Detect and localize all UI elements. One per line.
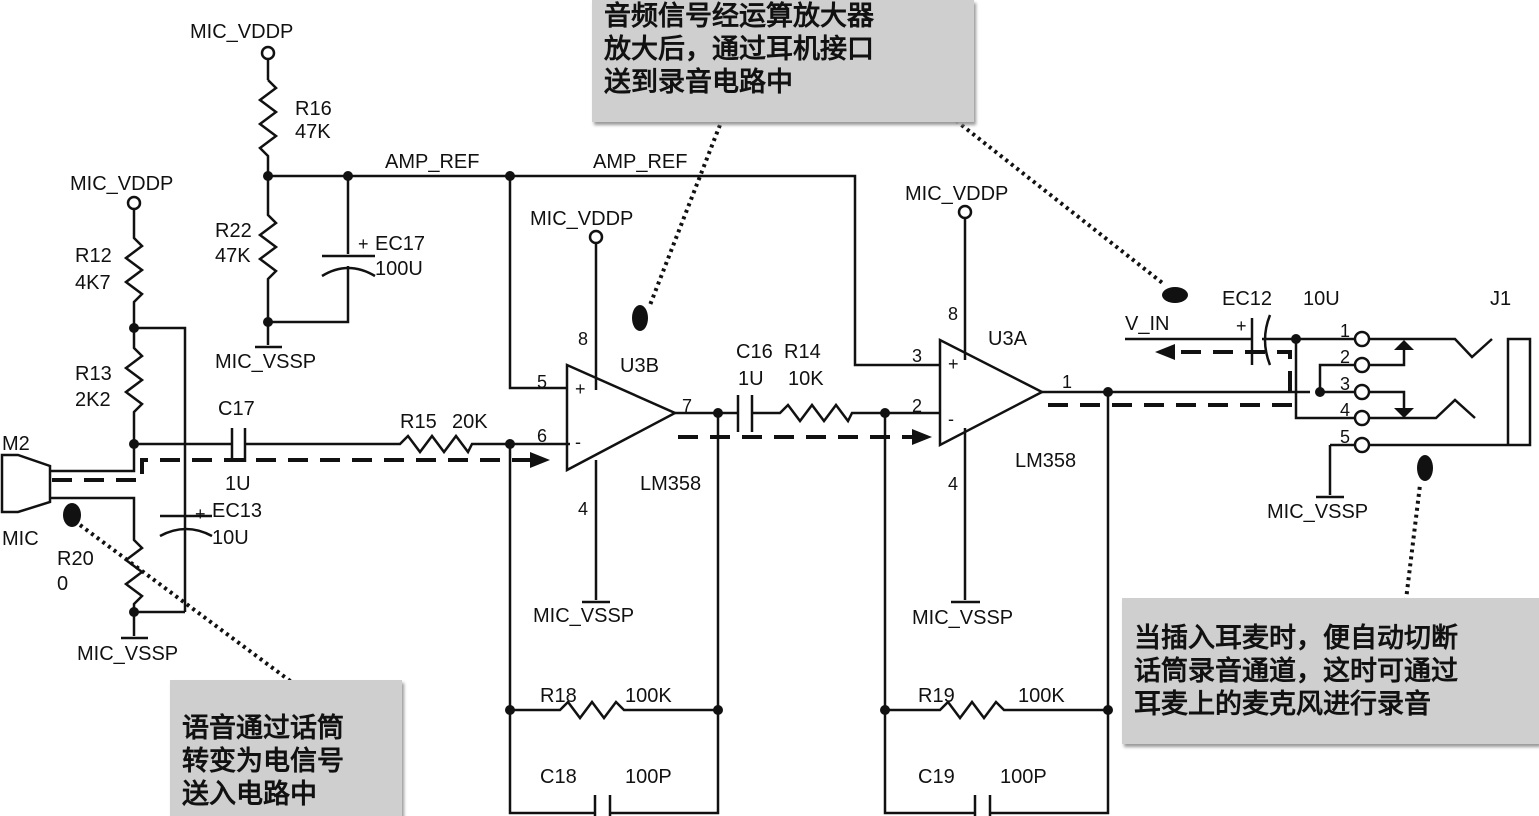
net-label-vddp: MIC_VDDP [190, 21, 293, 43]
c18-value: 100P [625, 766, 672, 788]
c19-ref: C19 [918, 766, 955, 788]
u3a-pin3: 3 [912, 346, 922, 366]
j1-pin2: 2 [1340, 347, 1350, 367]
r22-ref: R22 [215, 220, 252, 242]
c19-value: 100P [1000, 766, 1047, 788]
c18-ref: C18 [540, 766, 577, 788]
ec17-value: 100U [375, 258, 423, 280]
pointing-hand-icon [63, 503, 81, 527]
j1-ref: J1 [1490, 288, 1511, 310]
net-label-vssp: MIC_VSSP [77, 643, 178, 665]
pointing-hand-icon [1417, 455, 1433, 481]
r16-ref: R16 [295, 98, 332, 120]
pointing-hand-icon [632, 305, 648, 331]
amp-note-line: 放大后，通过耳机接口 [604, 34, 874, 65]
mic-note-line: 送入电路中 [182, 779, 317, 810]
r14-ref: R14 [784, 341, 821, 363]
j1-pin5: 5 [1340, 427, 1350, 447]
net-label-amp-ref: AMP_REF [385, 151, 479, 173]
ec17-ref: EC17 [375, 233, 425, 255]
mic-label: MIC [2, 528, 39, 550]
j1-pin1: 1 [1340, 321, 1350, 341]
u3a-plus: + [948, 354, 959, 374]
net-label-vssp: MIC_VSSP [912, 607, 1013, 629]
u3a-pin8: 8 [948, 304, 958, 324]
ec17-plus: + [358, 234, 369, 254]
ec13-ref: EC13 [212, 500, 262, 522]
junctions [129, 171, 1325, 715]
r12-value: 4K7 [75, 272, 111, 294]
component-labels: R16 47K R22 47K EC17 100U + R12 4K7 R13 … [2, 98, 1511, 788]
u3a-pin1: 1 [1062, 372, 1072, 392]
r18-value: 100K [625, 685, 672, 707]
pointing-hand-icon [1162, 287, 1188, 303]
u3a-pin2: 2 [912, 396, 922, 416]
j1-pin3: 3 [1340, 374, 1350, 394]
r22-value: 47K [215, 245, 251, 267]
ec13-plus: + [195, 504, 206, 524]
net-label-vddp: MIC_VDDP [70, 173, 173, 195]
mic-annotation: 语音通过话筒 转变为电信号 送入电路中 [170, 680, 402, 816]
r15-value: 20K [452, 411, 488, 433]
u3b-part: LM358 [640, 473, 701, 495]
c17-ref: C17 [218, 398, 255, 420]
r13-value: 2K2 [75, 389, 111, 411]
r15-ref: R15 [400, 411, 437, 433]
u3b-pin5: 5 [537, 372, 547, 392]
m2-ref: M2 [2, 433, 30, 455]
ec12-value: 10U [1303, 288, 1340, 310]
u3b-pin4: 4 [578, 499, 588, 519]
ec12-plus: + [1236, 316, 1247, 336]
u3b-ref: U3B [620, 355, 659, 377]
ec13-value: 10U [212, 527, 249, 549]
r14-value: 10K [788, 368, 824, 390]
r13-ref: R13 [75, 363, 112, 385]
u3a-part: LM358 [1015, 450, 1076, 472]
r20-value: 0 [57, 573, 68, 595]
u3b-minus: - [575, 432, 581, 452]
u3a-ref: U3A [988, 328, 1028, 350]
net-label-amp-ref: AMP_REF [593, 151, 687, 173]
u3b-pin7: 7 [682, 396, 692, 416]
net-label-vssp: MIC_VSSP [1267, 501, 1368, 523]
jack-note-line: 当插入耳麦时，便自动切断 [1134, 623, 1458, 654]
signal-path [52, 344, 1292, 482]
r20-ref: R20 [57, 548, 94, 570]
u3b-plus: + [575, 379, 586, 399]
net-label-vssp: MIC_VSSP [533, 605, 634, 627]
u3b-pin8: 8 [578, 329, 588, 349]
mic-note-line: 语音通过话筒 [182, 713, 344, 744]
pointer-lines [63, 104, 1433, 700]
jack-note-line: 话筒录音通道，这时可通过 [1134, 656, 1458, 687]
net-labels: MIC_VDDP MIC_VDDP MIC_VDDP MIC_VDDP MIC_… [70, 21, 1368, 665]
ec12-ref: EC12 [1222, 288, 1272, 310]
u3b-pin6: 6 [537, 426, 547, 446]
c17-value: 1U [225, 473, 251, 495]
amp-annotation: 音频信号经运算放大器 放大后，通过耳机接口 送到录音电路中 [592, 0, 974, 122]
jack-note-line: 耳麦上的麦克风进行录音 [1134, 689, 1431, 720]
r18-ref: R18 [540, 685, 577, 707]
r19-ref: R19 [918, 685, 955, 707]
net-label-v-in: V_IN [1125, 313, 1169, 335]
power-terminals [126, 45, 973, 245]
c16-value: 1U [738, 368, 764, 390]
mic-note-line: 转变为电信号 [182, 746, 344, 777]
net-label-vddp: MIC_VDDP [530, 208, 633, 230]
jack-annotation: 当插入耳麦时，便自动切断 话筒录音通道，这时可通过 耳麦上的麦克风进行录音 [1122, 598, 1539, 744]
u3a-minus: - [948, 409, 954, 429]
u3a-pin4: 4 [948, 474, 958, 494]
r12-ref: R12 [75, 245, 112, 267]
r19-value: 100K [1018, 685, 1065, 707]
c16-ref: C16 [736, 341, 773, 363]
amp-note-line: 音频信号经运算放大器 [604, 1, 874, 32]
j1-pin4: 4 [1340, 400, 1350, 420]
net-label-vssp: MIC_VSSP [215, 351, 316, 373]
r16-value: 47K [295, 121, 331, 143]
wires [0, 60, 1532, 816]
amp-note-line: 送到录音电路中 [604, 67, 793, 98]
net-label-vddp: MIC_VDDP [905, 183, 1008, 205]
